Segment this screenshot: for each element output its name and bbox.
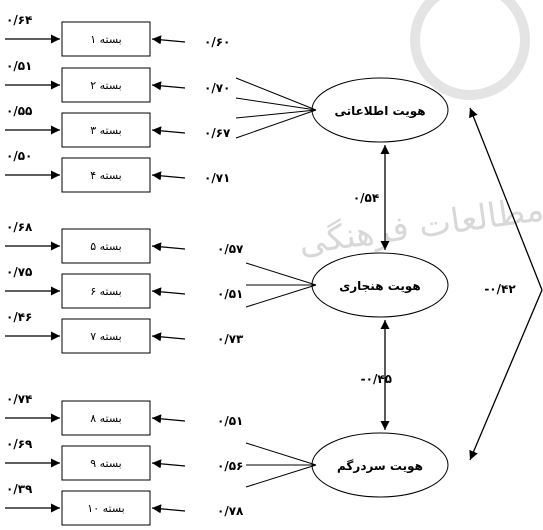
indicator-box xyxy=(61,228,151,264)
loading-line xyxy=(245,284,317,308)
loading-arrow xyxy=(151,81,186,91)
factor-label: هویت سردرگم xyxy=(337,459,423,474)
indicators: بسته ۱ ۰/۶۴ ۰/۶۰ بسته ۲ ۰/۵۱ ۰/۷۰ بسته ۳ ۰/۵۵ ۰/… xyxy=(5,13,317,526)
indicator-box xyxy=(61,112,151,148)
indicator-label: بسته ۴ xyxy=(90,169,122,182)
indicator-label: بسته ۳ xyxy=(90,124,122,137)
loading-value: ۰/۵۱ xyxy=(217,287,243,301)
indicator-box xyxy=(61,318,151,354)
loading-value: ۰/۶۷ xyxy=(204,126,231,140)
indicator-box xyxy=(61,445,151,481)
loading-value: ۰/۷۰ xyxy=(204,81,230,95)
indicator-label: بسته ۵ xyxy=(90,240,122,253)
loading-line xyxy=(235,109,317,119)
loading-line xyxy=(235,77,317,111)
indicator-label: بسته ۹ xyxy=(90,457,122,470)
indicator-box xyxy=(61,490,151,526)
loading-arrow xyxy=(151,171,186,181)
indicator-box xyxy=(61,273,151,309)
indicator-box xyxy=(61,400,151,436)
indicator-label: بسته ۱ xyxy=(90,33,122,46)
indicator-label: بسته ۶ xyxy=(90,285,122,298)
loading-arrow xyxy=(151,287,186,297)
correlation-value-informational-normative: ۰/۵۴ xyxy=(353,191,379,205)
loading-line xyxy=(245,442,317,466)
error-value: ۰/۵۵ xyxy=(6,104,32,118)
loading-value: ۰/۷۱ xyxy=(204,171,230,185)
indicator-label: بسته ۸ xyxy=(90,412,122,425)
watermark-ornament xyxy=(410,0,530,100)
loading-arrow xyxy=(151,35,186,45)
loading-value: ۰/۵۱ xyxy=(217,414,243,428)
indicator-label: بسته ۱۰ xyxy=(87,502,124,515)
error-value: ۰/۶۴ xyxy=(6,13,32,27)
loading-value: ۰/۷۳ xyxy=(217,332,244,346)
error-value: ۰/۳۹ xyxy=(6,482,33,496)
loading-arrow xyxy=(151,504,186,514)
error-value: ۰/۶۹ xyxy=(6,437,33,451)
indicator-box xyxy=(61,67,151,103)
error-value: ۰/۷۴ xyxy=(6,392,32,406)
factor-label: هویت هنجاری xyxy=(339,279,421,294)
indicator-label: بسته ۲ xyxy=(90,79,122,92)
loading-arrow xyxy=(151,414,186,424)
factor-label: هویت اطلاعاتی xyxy=(334,104,425,119)
loading-arrow xyxy=(151,242,186,252)
error-value: ۰/۵۰ xyxy=(6,149,32,163)
loading-line xyxy=(235,109,317,139)
factor-diffuse: هویت سردرگم xyxy=(311,432,449,498)
loading-value: ۰/۵۷ xyxy=(217,242,244,256)
loading-value: ۰/۷۸ xyxy=(217,504,244,518)
correlation-value-normative-diffuse: -۰/۴۵ xyxy=(361,372,392,386)
error-value: ۰/۵۱ xyxy=(6,59,32,73)
correlation-value-informational-diffuse: -۰/۴۲ xyxy=(484,282,516,296)
correlation-arrow-informational-diffuse xyxy=(469,107,543,461)
loading-line xyxy=(245,262,317,286)
loading-arrow xyxy=(151,459,186,469)
loading-arrow xyxy=(151,126,186,136)
error-value: ۰/۷۵ xyxy=(6,265,32,279)
indicator-box xyxy=(61,21,151,57)
error-value: ۰/۴۶ xyxy=(6,310,32,324)
loading-arrow xyxy=(151,332,186,342)
loading-value: ۰/۵۶ xyxy=(217,459,243,473)
loading-line xyxy=(245,464,317,488)
loading-line xyxy=(235,97,317,111)
error-value: ۰/۶۸ xyxy=(6,220,33,234)
factor-informational: هویت اطلاعاتی xyxy=(311,77,449,143)
factor-normative: هویت هنجاری xyxy=(311,252,449,318)
indicator-label: بسته ۷ xyxy=(90,330,122,343)
loading-value: ۰/۶۰ xyxy=(204,35,230,49)
indicator-box xyxy=(61,157,151,193)
